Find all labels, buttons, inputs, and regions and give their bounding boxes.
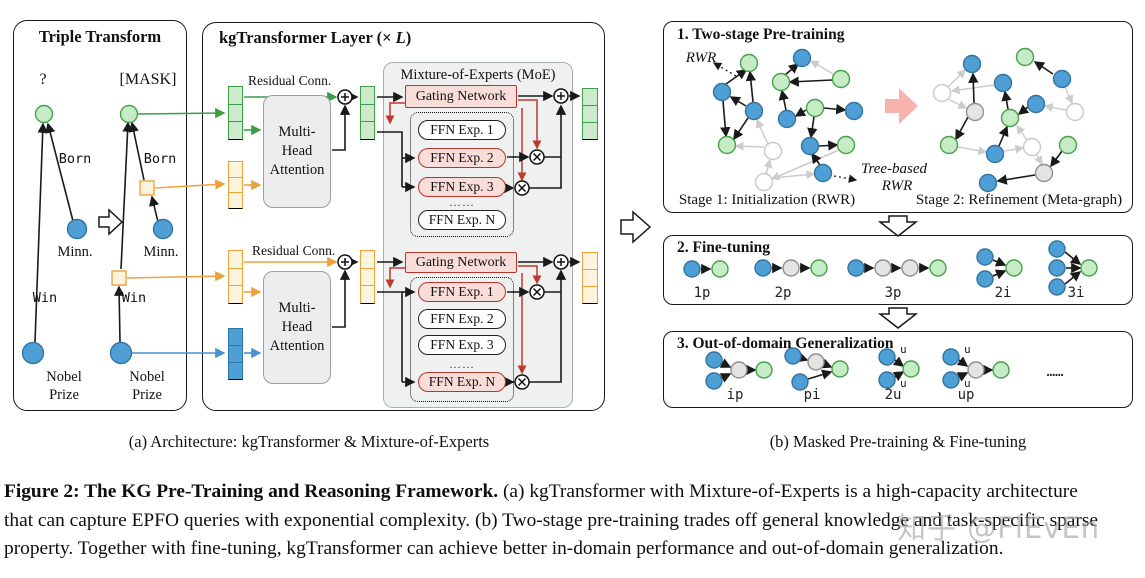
- ffn-expert-box: FFN Exp. N: [418, 210, 506, 230]
- panel-a-to-b-arrow-icon: [620, 210, 652, 244]
- pretraining-title: 1. Two-stage Pre-training: [677, 26, 845, 43]
- ffn-dots: ……: [449, 357, 475, 371]
- multi-head-attention-box: Multi- Head Attention: [263, 271, 331, 384]
- ffn-expert-box: FFN Exp. 3: [418, 335, 506, 355]
- ffn-dots: ……: [449, 195, 475, 209]
- residual-conn-label: Residual Conn.: [252, 243, 336, 258]
- token-stack-green: [360, 86, 375, 141]
- triple-transform-panel: [13, 20, 187, 411]
- subcaption-b: (b) Masked Pre-training & Fine-tuning: [769, 432, 1027, 451]
- ffn-expert-box: FFN Exp. 2: [418, 309, 506, 329]
- watermark: 知乎 @FlEvEn: [897, 511, 1101, 545]
- ffn-expert-box-active: FFN Exp. 2: [418, 148, 506, 168]
- mha-line: Head: [281, 319, 313, 335]
- mha-line: Multi-: [278, 300, 316, 316]
- gating-network-box: Gating Network: [405, 252, 517, 273]
- triple-transform-title: Triple Transform: [38, 27, 162, 46]
- caption-rest: (a) kgTransformer with Mixture-of-Expert…: [498, 481, 1078, 502]
- ffn-expert-box: FFN Exp. 1: [418, 120, 506, 140]
- ffn-expert-box-active: FFN Exp. 3: [418, 177, 506, 197]
- caption-line2: that can capture EPFO queries with expon…: [4, 509, 1099, 531]
- token-stack-orange-output: [582, 252, 598, 304]
- figure-caption: Figure 2: The KG Pre-Training and Reason…: [4, 478, 1143, 564]
- layer-title-suffix: ): [405, 28, 412, 47]
- ffn-expert-box-active: FFN Exp. 1: [418, 282, 506, 302]
- mha-line: Attention: [269, 162, 325, 178]
- multi-head-attention-box: Multi- Head Attention: [263, 95, 331, 208]
- token-stack-blue: [228, 328, 243, 380]
- finetuning-title: 2. Fine-tuning: [677, 239, 771, 256]
- moe-title: Mixture-of-Experts (MoE): [400, 67, 556, 83]
- token-stack-green: [228, 86, 243, 141]
- ffn-experts-container: [410, 112, 514, 237]
- ffn-expert-box-active: FFN Exp. N: [418, 372, 506, 392]
- layer-title-L: L: [395, 28, 406, 47]
- kgtransformer-layer-title: kgTransformer Layer (× L): [219, 28, 411, 48]
- gating-network-box: Gating Network: [405, 85, 517, 108]
- ood-title: 3. Out-of-domain Generalization: [677, 335, 894, 352]
- residual-conn-label: Residual Conn.: [248, 73, 332, 88]
- stage2-caption: Stage 2: Refinement (Meta-graph): [915, 192, 1123, 208]
- mha-line: Head: [281, 143, 313, 159]
- down-arrow-icon: [877, 307, 919, 329]
- caption-line3: property. Together with fine-tuning, kgT…: [4, 538, 1004, 560]
- ffn-experts-container: [410, 277, 514, 402]
- mha-line: Multi-: [278, 124, 316, 140]
- token-stack-orange: [360, 250, 375, 305]
- subcaption-a: (a) Architecture: kgTransformer & Mixtur…: [128, 432, 490, 451]
- pretraining-panel: [663, 21, 1133, 213]
- token-stack-green-output: [582, 88, 598, 140]
- down-arrow-icon: [877, 215, 919, 237]
- layer-title-prefix: kgTransformer Layer (×: [219, 28, 396, 47]
- stage1-caption: Stage 1: Initialization (RWR): [678, 192, 856, 208]
- caption-bold: Figure 2: The KG Pre-Training and Reason…: [4, 481, 499, 502]
- token-stack-orange: [228, 250, 243, 305]
- mha-line: Attention: [269, 338, 325, 354]
- token-stack-orange: [228, 161, 243, 210]
- caption-line1: Figure 2: The KG Pre-Training and Reason…: [4, 478, 1143, 507]
